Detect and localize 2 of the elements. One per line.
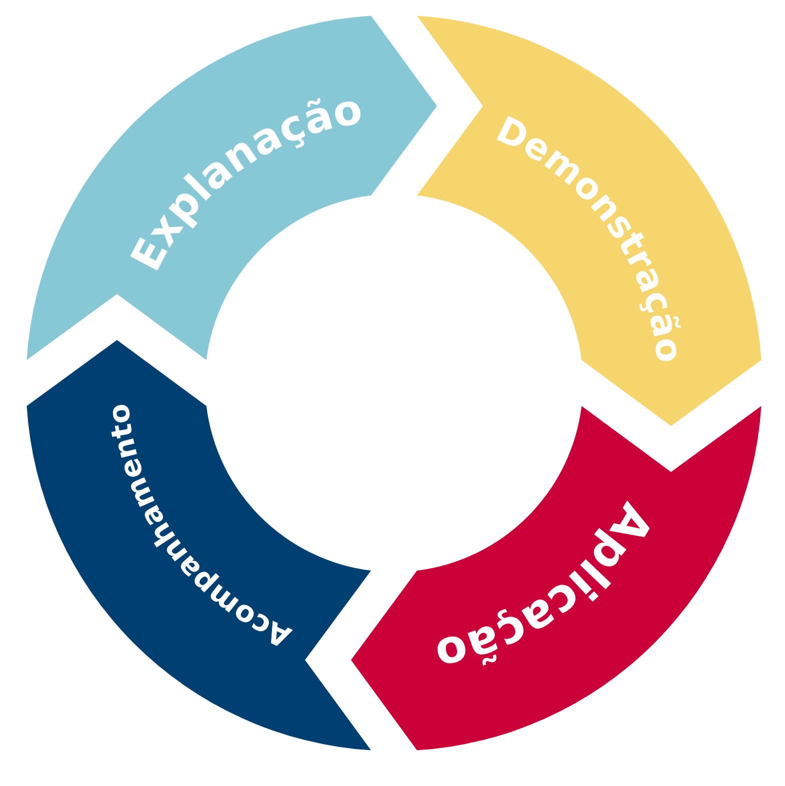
arrow-segment xyxy=(351,406,762,750)
arrow-segment xyxy=(26,16,437,360)
